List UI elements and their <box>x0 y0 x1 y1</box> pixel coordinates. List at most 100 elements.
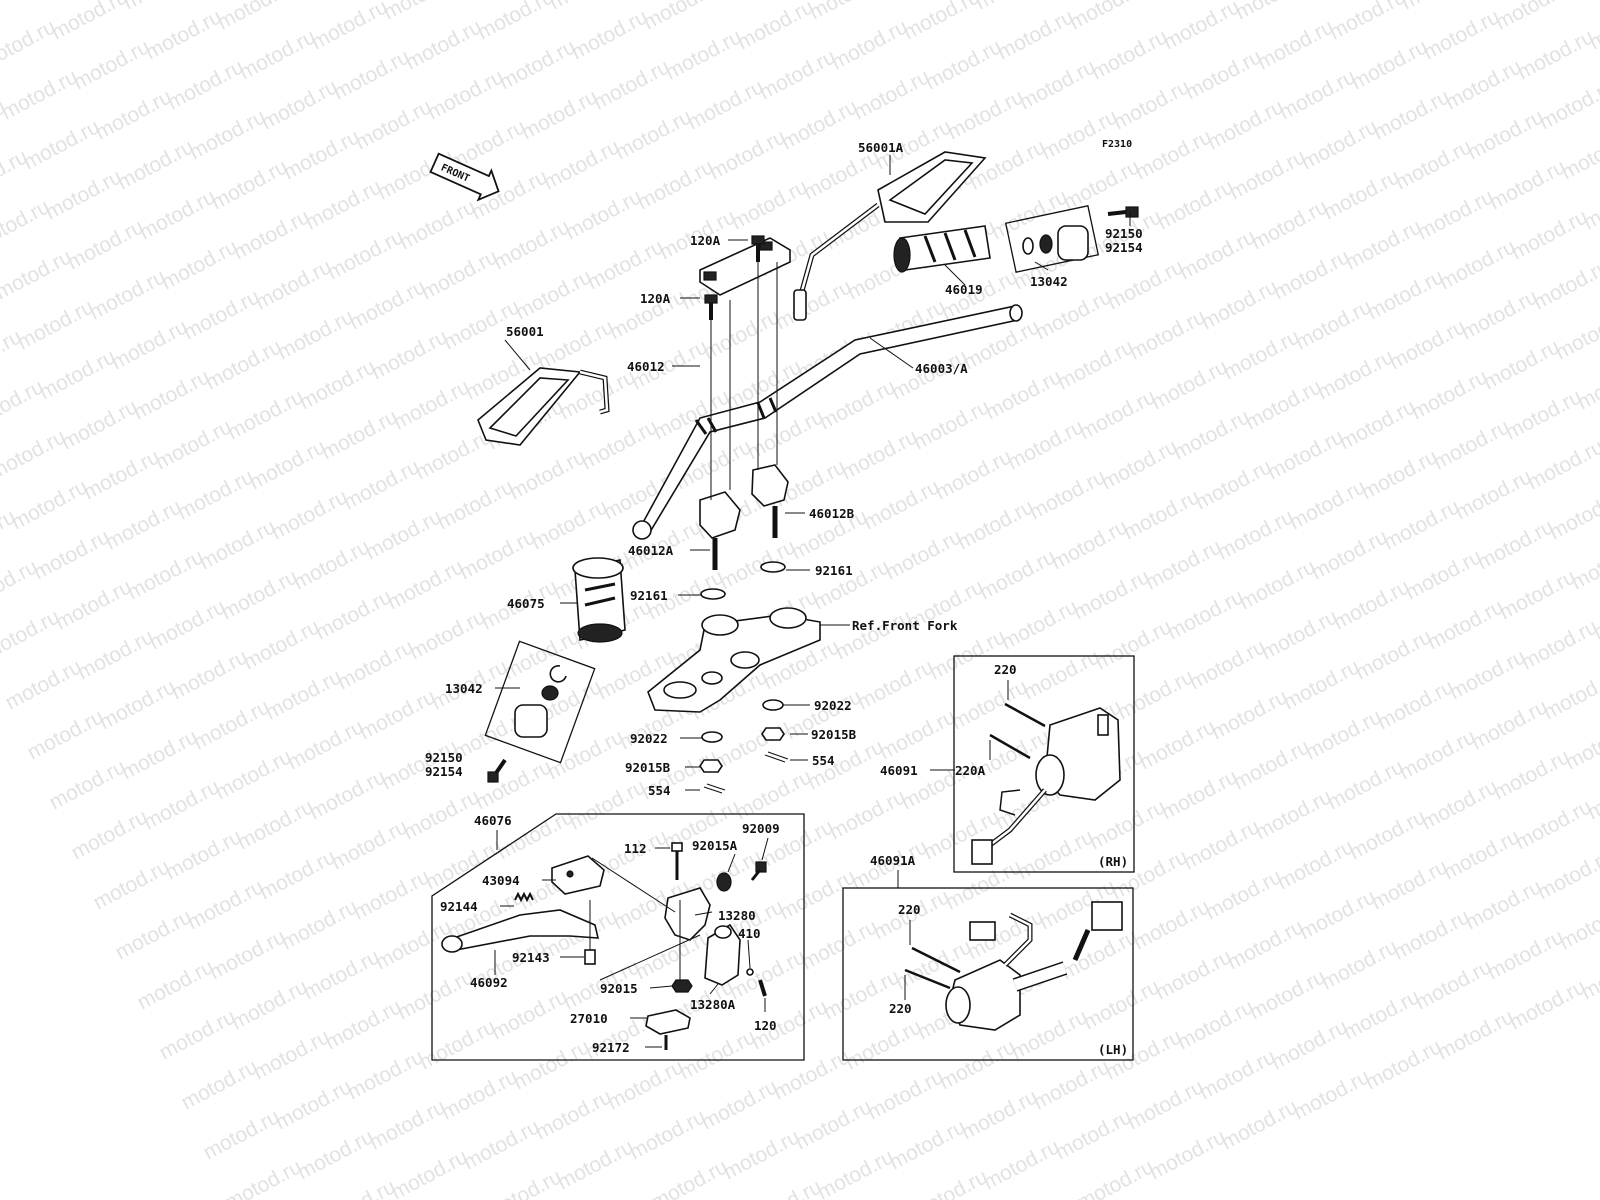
watermark-text: motod.ru <box>1398 0 1482 14</box>
label-56001: 56001 <box>506 324 544 339</box>
watermark-text: motod.ru <box>1524 435 1600 494</box>
lever-assembly-box <box>431 813 805 1061</box>
handlebar-weight-13042-top <box>1004 205 1100 273</box>
ref-code: F2310 <box>1102 139 1132 150</box>
mirror-56001 <box>477 367 610 446</box>
nut-92015B-left <box>699 759 723 773</box>
watermark-text: motod.ru <box>482 1165 566 1200</box>
watermark-text: motod.ru <box>1074 1155 1158 1200</box>
label-46091: 46091 <box>880 763 918 778</box>
label-92022-left: 92022 <box>630 731 668 746</box>
front-arrow-icon: FRONT <box>429 152 500 202</box>
label-13280A: 13280A <box>690 997 736 1012</box>
label-92015B-left: 92015B <box>625 760 671 775</box>
watermark-text: motod.ru <box>1536 75 1600 134</box>
bolt-112 <box>671 842 683 880</box>
watermark-text: motod.ru <box>1540 665 1600 724</box>
label-220-rh: 220 <box>994 662 1017 677</box>
bolt-92150-top <box>1107 206 1139 218</box>
label-92015A: 92015A <box>692 838 738 853</box>
part-labels: 56001A 56001 120A 120A 46012 46003/A 460… <box>425 140 1143 1057</box>
watermark-text: motod.ru <box>1534 845 1600 904</box>
lh-switch-box <box>842 887 1134 1061</box>
label-120: 120 <box>754 1018 777 1033</box>
label-554-left: 554 <box>648 783 671 798</box>
label-46012B: 46012B <box>809 506 855 521</box>
bolt-120A-right <box>751 235 765 262</box>
label-43094: 43094 <box>482 873 520 888</box>
watermark-text: motod.ru <box>316 1175 400 1200</box>
label-220A: 220A <box>955 763 986 778</box>
switch-27010 <box>645 1009 691 1035</box>
label-56001A: 56001A <box>858 140 904 155</box>
watermark-text: motod.ru <box>1552 305 1600 364</box>
lever-guides <box>589 857 701 981</box>
label-92144: 92144 <box>440 899 478 914</box>
watermark-text: motod.ru <box>1562 715 1600 774</box>
label-46012A: 46012A <box>628 543 674 558</box>
watermark-text: motod.ru <box>712 0 796 4</box>
watermark-text: motod.ru <box>908 1165 992 1200</box>
watermark-text: motod.ru <box>900 0 984 44</box>
watermark-text: motod.ru <box>120 0 204 14</box>
holder-lower-46012A <box>699 491 741 570</box>
label-92150-top: 92150 <box>1105 226 1143 241</box>
watermark-text: motod.ru <box>474 0 558 44</box>
upper-triple-clamp <box>647 607 821 713</box>
label-13280: 13280 <box>718 908 756 923</box>
holder-upper-46012 <box>699 237 791 296</box>
washer-92022-right <box>762 699 784 711</box>
leader-lines <box>494 155 1131 1048</box>
label-lh: (LH) <box>1098 1042 1128 1057</box>
label-46075: 46075 <box>507 596 545 611</box>
rh-switch-box <box>953 655 1135 873</box>
watermark-text: motod.ru <box>1232 0 1316 24</box>
label-92015B-right: 92015B <box>811 727 857 742</box>
label-220-lh-lower: 220 <box>889 1001 912 1016</box>
label-13042-top: 13042 <box>1030 274 1068 289</box>
bolt-92150-bottom <box>487 758 507 783</box>
holder-lower-46012B <box>751 464 789 538</box>
label-410: 410 <box>738 926 761 941</box>
watermark-text: motod.ru <box>1530 255 1600 314</box>
screw-92009 <box>750 861 767 881</box>
watermark-text: motod.ru <box>1138 0 1222 4</box>
label-46076: 46076 <box>474 813 512 828</box>
watermark-text: motod.ru <box>1518 615 1600 674</box>
grip-46019 <box>893 225 991 273</box>
watermark-text: motod.ru <box>1546 485 1600 544</box>
watermark-text: motod.ru <box>380 0 464 24</box>
label-120A-upper: 120A <box>690 233 721 248</box>
label-92150-bottom: 92150 <box>425 750 463 765</box>
lever-46092 <box>441 909 600 953</box>
watermark-text: motod.ru <box>1326 0 1410 44</box>
switch-housing-46091 <box>971 707 1121 865</box>
label-46019: 46019 <box>945 282 983 297</box>
washer-92015A <box>716 872 732 892</box>
label-92009: 92009 <box>742 821 780 836</box>
label-92172: 92172 <box>592 1040 630 1055</box>
label-92154-top: 92154 <box>1105 240 1143 255</box>
watermark-text: motod.ru <box>222 1155 306 1200</box>
washer-92161-right <box>760 561 786 573</box>
label-120A-lower: 120A <box>640 291 671 306</box>
label-27010: 27010 <box>570 1011 608 1026</box>
nut-92015 <box>671 979 693 993</box>
mirror-56001A <box>793 151 987 321</box>
watermark-text: motod.ru <box>308 0 392 54</box>
watermark-text: motod.ru <box>806 0 890 24</box>
cotter-pin-554-left <box>703 783 726 794</box>
master-bracket-13280 <box>664 887 711 941</box>
label-92161-right: 92161 <box>815 563 853 578</box>
label-46092: 46092 <box>470 975 508 990</box>
assembly-guides <box>710 262 778 500</box>
lever-bracket-43094 <box>551 855 605 895</box>
label-92015: 92015 <box>600 981 638 996</box>
bolt-120 <box>758 979 767 997</box>
label-554-right: 554 <box>812 753 835 768</box>
watermark-text: motod.ru <box>286 0 370 4</box>
spring-92144 <box>514 891 534 903</box>
grip-46075 <box>572 557 626 643</box>
